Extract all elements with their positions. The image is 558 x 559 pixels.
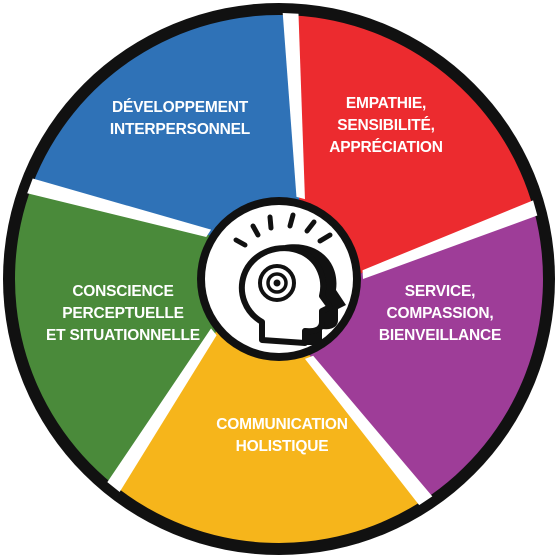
segment-empathie [292,15,535,275]
spoke-separator [107,328,217,492]
segment-label-line: BIENVEILLANCE [379,327,501,344]
spoke-separator [27,178,212,237]
segment-label-line: DÉVELOPPEMENT [112,99,249,116]
segment-conscience [15,184,219,485]
segment-service [306,210,543,501]
segment-label-line: ET SITUATIONNELLE [46,327,200,344]
segment-label-empathie: EMPATHIE, SENSIBILITÉ, APPRÉCIATION [329,95,443,156]
spoke-separator [304,355,433,506]
segment-label-developpement: DÉVELOPPEMENT INTERPERSONNEL [110,99,250,138]
spoke-separator [362,200,538,279]
segment-developpement [32,15,300,237]
labels-group: EMPATHIE, SENSIBILITÉ, APPRÉCIATION SERVICE… [46,95,501,455]
segment-label-communication: COMMUNICATION HOLISTIQUE [216,416,347,455]
segment-label-line: SERVICE, [405,283,475,300]
segment-communication [112,328,423,544]
segment-label-conscience: CONSCIENCE PERCEPTUELLE ET SITUATIONNELLE [46,283,200,344]
spokes-group [27,13,538,506]
head-with-target-icon [233,212,346,346]
segment-label-line: SENSIBILITÉ, [337,117,435,134]
segment-label-line: COMMUNICATION [216,416,347,433]
segment-label-service: SERVICE, COMPASSION, BIENVEILLANCE [379,283,501,344]
segments-group [15,15,543,544]
segment-label-line: PERCEPTUELLE [62,305,184,322]
segment-label-line: INTERPERSONNEL [110,121,250,138]
spoke-separator [282,13,305,200]
segment-label-line: COMPASSION, [387,305,494,322]
segment-label-line: APPRÉCIATION [329,139,443,156]
segment-label-line: HOLISTIQUE [236,438,329,455]
segment-label-line: CONSCIENCE [72,283,173,300]
segment-label-line: EMPATHIE, [346,95,426,112]
